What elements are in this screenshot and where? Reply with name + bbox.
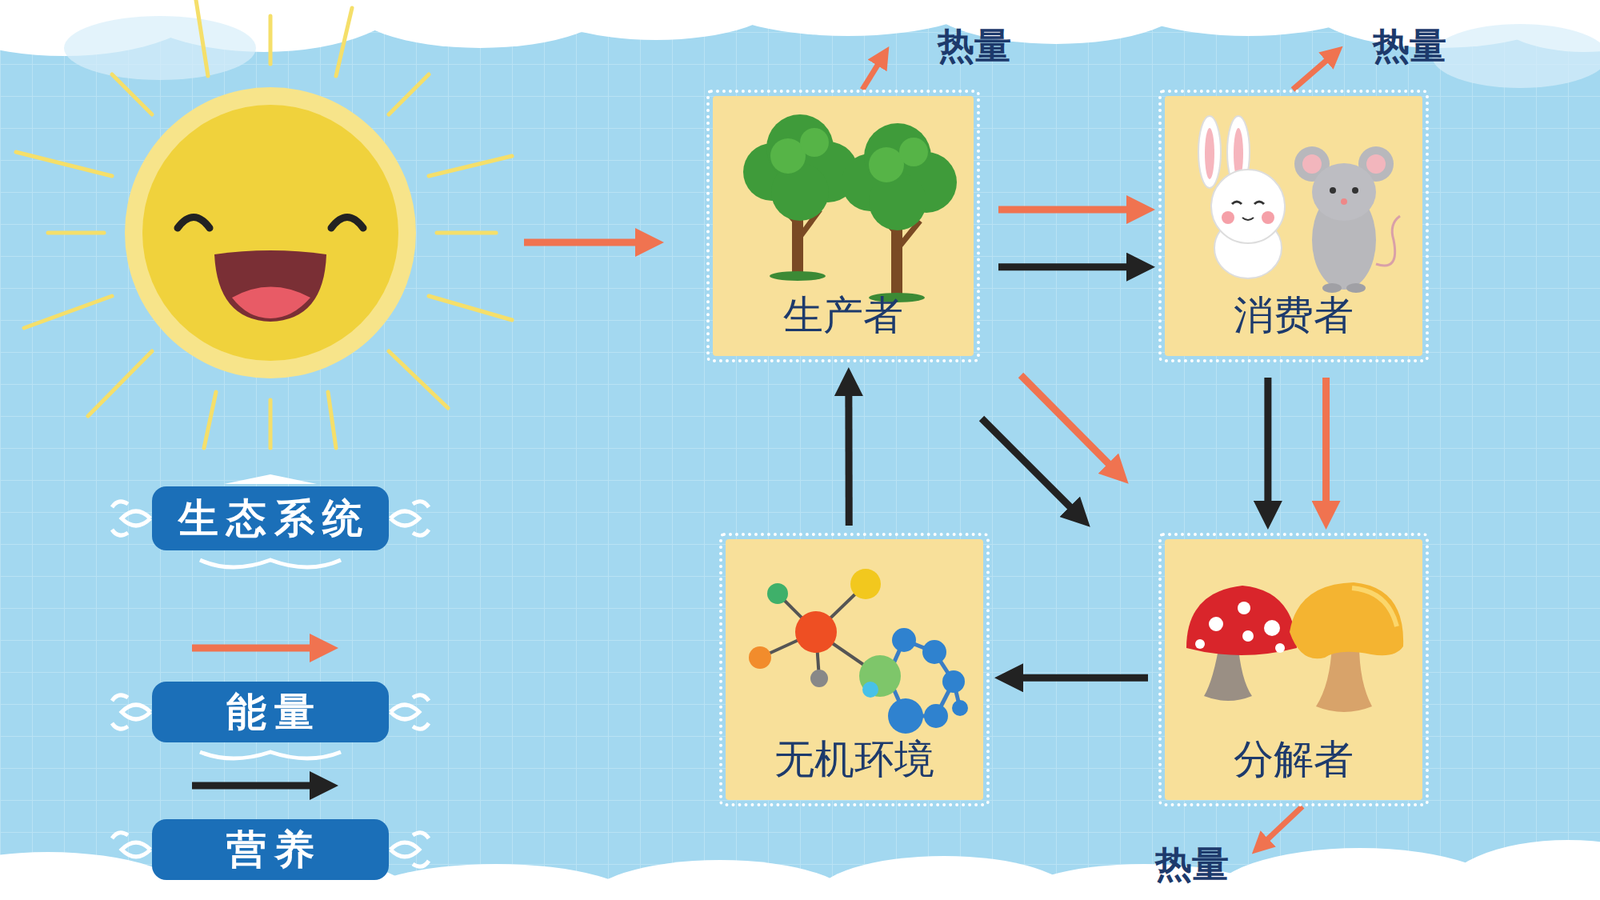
title-banner-text: 生态系统 xyxy=(178,496,371,541)
nutrient-arrow xyxy=(1008,674,1148,682)
energy-arrow xyxy=(1020,375,1119,474)
box-label: 生产者 xyxy=(783,292,904,340)
legend-label: 能量 xyxy=(226,690,323,735)
energy-arrow xyxy=(998,206,1141,214)
energy-arrow xyxy=(1322,377,1330,516)
ecosystem-box: 生产者 xyxy=(706,89,980,363)
ecosystem-box: 无机环境 xyxy=(719,532,990,807)
box-label: 无机环境 xyxy=(774,736,935,784)
nutrient-arrow xyxy=(998,263,1141,271)
heat-label: 热量 xyxy=(937,25,1012,67)
box-label: 消费者 xyxy=(1233,292,1354,340)
heat-label: 热量 xyxy=(1155,844,1229,885)
ecosystem-box: 分解者 xyxy=(1158,532,1429,807)
nutrient-arrow xyxy=(844,381,852,526)
nutrient-arrow xyxy=(1264,377,1272,516)
heat-label: 热量 xyxy=(1372,25,1447,67)
nutrient-arrow xyxy=(981,418,1080,517)
legend-label: 营养 xyxy=(226,828,323,872)
ecosystem-box: 消费者 xyxy=(1158,89,1429,363)
box-label: 分解者 xyxy=(1233,736,1354,784)
